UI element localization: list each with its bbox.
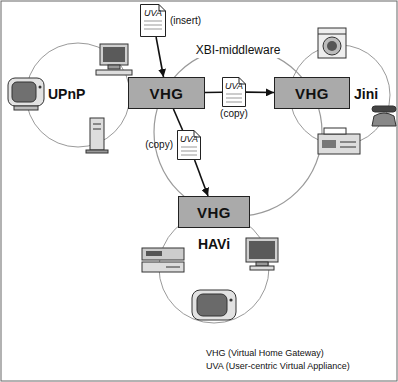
flow-arrow (195, 160, 208, 196)
action-label: (copy) (145, 139, 173, 151)
protocol-label: HAVi (198, 236, 230, 253)
tower-icon (86, 118, 108, 153)
page-rule (226, 94, 242, 95)
page-outline (141, 5, 166, 37)
page-rule (181, 151, 197, 152)
page-outline (223, 78, 246, 107)
washer-icon (318, 28, 346, 58)
page-rule (181, 155, 197, 156)
page-rule (226, 98, 242, 99)
vcr-icon (142, 248, 184, 272)
flow-arrow (156, 37, 163, 77)
legend-note: UVA (User-centric Virtual Appliance) (206, 360, 350, 372)
middleware-label: XBI-middleware (193, 43, 284, 58)
middleware-ring (154, 48, 322, 216)
action-label: (insert) (170, 15, 201, 27)
protocol-label: UPnP (48, 86, 85, 103)
page-rule (181, 147, 197, 148)
gateway-name: VHG (197, 204, 231, 221)
icon-text: UVA (177, 134, 201, 144)
action-label: (copy) (220, 108, 248, 120)
icon-text: UVA (222, 81, 246, 91)
tv-icon (192, 290, 236, 320)
icon-text: UVA (140, 8, 166, 18)
phone-icon (372, 106, 396, 126)
monitor-icon (246, 238, 278, 270)
pc-icon (96, 44, 132, 75)
flow-arrow (205, 91, 222, 93)
document-icon: UVA(copy) (222, 77, 246, 107)
flow-arrow (173, 109, 182, 130)
fax-icon (318, 128, 360, 154)
document-icon: UVA(insert) (140, 4, 166, 37)
page-rule (226, 102, 242, 103)
gateway-box: VHG (274, 77, 350, 109)
gateway-box: VHG (178, 196, 250, 228)
document-icon: UVA(copy) (177, 130, 201, 160)
gateway-name: VHG (295, 85, 329, 102)
gateway-name: VHG (149, 85, 183, 102)
protocol-label: Jini (354, 86, 378, 103)
page-rule (144, 29, 162, 30)
page-outline (178, 131, 201, 160)
legend-note: VHG (Virtual Home Gateway) (206, 347, 324, 359)
page-rule (144, 21, 162, 22)
flow-arrow (246, 91, 274, 93)
tv-icon (8, 78, 44, 110)
gateway-box: VHG (128, 77, 205, 109)
page-rule (144, 25, 162, 26)
